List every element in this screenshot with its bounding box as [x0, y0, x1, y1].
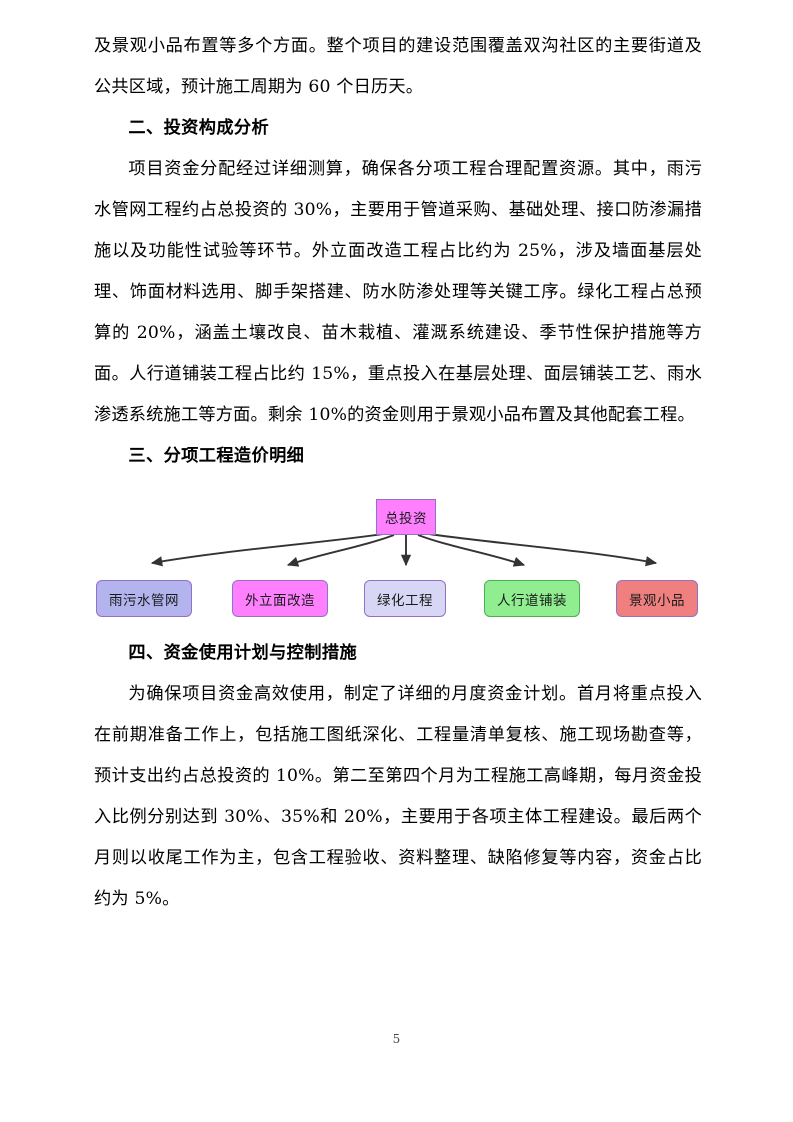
- page-content: 及景观小品布置等多个方面。整个项目的建设范围覆盖双沟社区的主要街道及公共区域，预…: [94, 26, 702, 920]
- paragraph-fund-usage-plan: 为确保项目资金高效使用，制定了详细的月度资金计划。首月将重点投入在前期准备工作上…: [94, 684, 702, 909]
- paragraph-continued: 及景观小品布置等多个方面。整个项目的建设范围覆盖双沟社区的主要街道及公共区域，预…: [94, 36, 702, 97]
- heading-section-two: 二、投资构成分析: [128, 118, 270, 138]
- flowchart-edges: [150, 532, 658, 567]
- edge-total-to-sidewalk: [417, 534, 526, 567]
- node-landscape-features[interactable]: 景观小品: [616, 580, 698, 617]
- edge-total-to-facade: [286, 534, 395, 567]
- heading-section-three: 三、分项工程造价明细: [128, 446, 305, 466]
- edge-total-to-landscape: [421, 532, 658, 567]
- node-facade-renovation-label: 外立面改造: [245, 592, 315, 609]
- node-total-investment[interactable]: 总投资: [376, 499, 436, 535]
- paragraph-investment-composition: 项目资金分配经过详细测算，确保各分项工程合理配置资源。其中，雨污水管网工程约占总…: [94, 159, 702, 425]
- node-greening-works[interactable]: 绿化工程: [364, 580, 446, 617]
- node-landscape-features-label: 景观小品: [629, 592, 685, 609]
- node-stormwater-pipe-network[interactable]: 雨污水管网: [96, 580, 192, 617]
- cost-breakdown-flowchart: 总投资 雨污水管网 外立面改造 绿化工程 人行道铺装 景观小品: [94, 477, 702, 619]
- edge-total-to-pipe: [150, 532, 391, 567]
- node-sidewalk-paving-label: 人行道铺装: [497, 592, 567, 609]
- node-sidewalk-paving[interactable]: 人行道铺装: [484, 580, 580, 617]
- node-stormwater-pipe-network-label: 雨污水管网: [109, 592, 179, 609]
- node-greening-works-label: 绿化工程: [377, 592, 433, 609]
- node-facade-renovation[interactable]: 外立面改造: [232, 580, 328, 617]
- heading-section-four: 四、资金使用计划与控制措施: [128, 643, 358, 663]
- page-number: 5: [392, 1032, 401, 1046]
- node-total-investment-label: 总投资: [385, 511, 427, 527]
